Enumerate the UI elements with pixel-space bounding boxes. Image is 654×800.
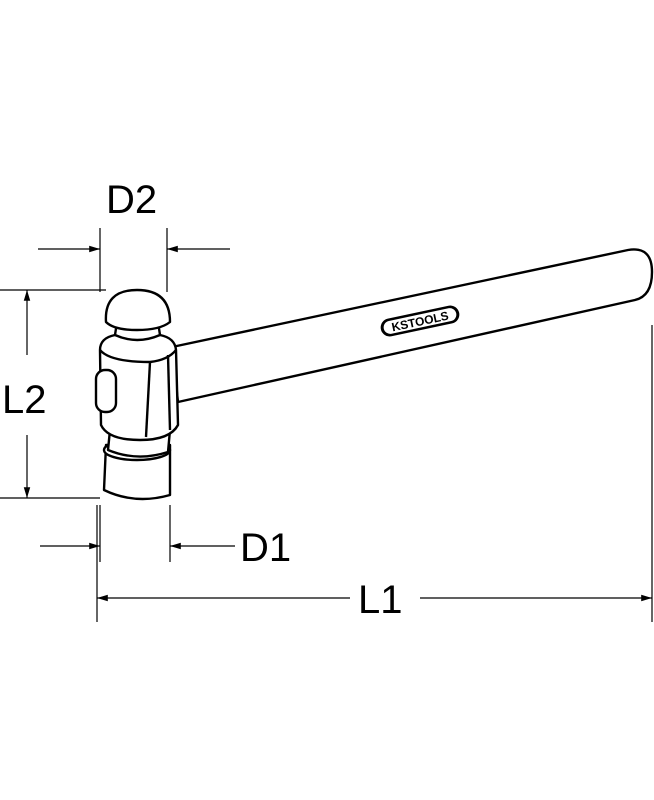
dimension-label-l1: L1 [358, 578, 403, 622]
dimension-lines [0, 228, 653, 622]
dimension-label-d1: D1 [240, 526, 292, 570]
hammer [94, 248, 654, 501]
hammer-wedge-slot [94, 368, 118, 414]
hammer-ball-peen [104, 288, 172, 332]
dimension-label-l2: L2 [2, 378, 47, 422]
dimension-label-d2: D2 [106, 178, 158, 222]
